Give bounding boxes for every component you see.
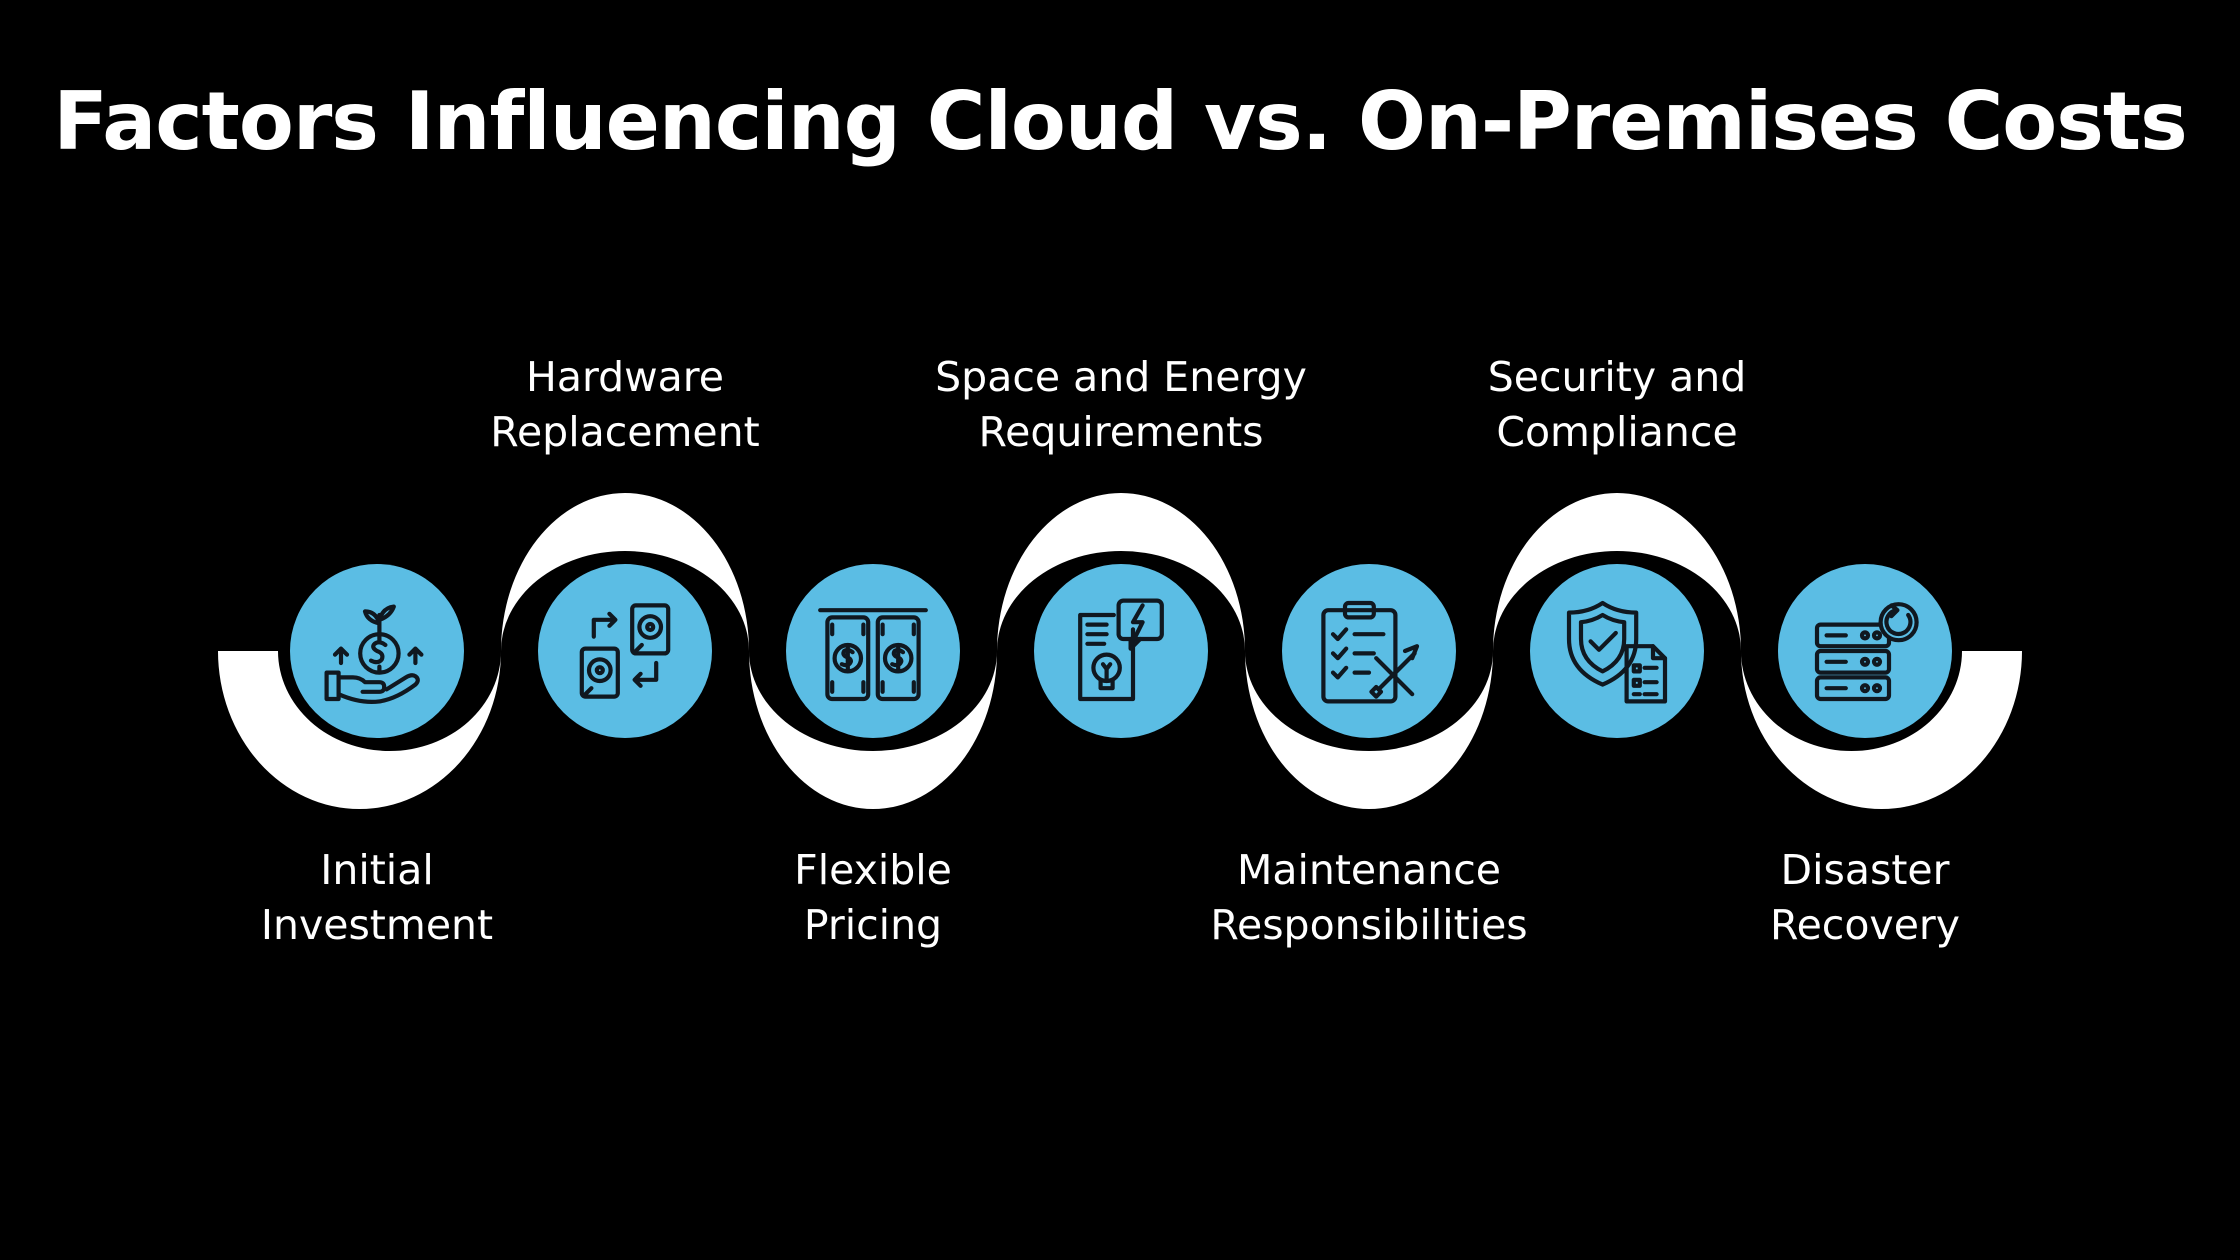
factor-label-line1: Flexible	[794, 846, 952, 894]
factor-label-line1: Security and	[1487, 353, 1747, 401]
factor-label-maintenance: Maintenance Responsibilities	[1139, 843, 1599, 953]
factor-label-line2: Recovery	[1769, 901, 1961, 949]
shield-document-icon	[1566, 600, 1668, 704]
energy-document-icon	[1078, 598, 1164, 702]
ribbon-shape	[218, 493, 2022, 809]
factor-node-hardware-replacement	[538, 564, 712, 738]
factor-label-line1: Maintenance	[1236, 846, 1502, 894]
factor-label-line2: Responsibilities	[1210, 901, 1528, 949]
factor-label-disaster-recovery: Disaster Recovery	[1635, 843, 2095, 953]
server-restore-icon	[1814, 602, 1919, 702]
factor-label-space-energy: Space and Energy Requirements	[891, 350, 1351, 460]
factor-label-initial-investment: Initial Investment	[147, 843, 607, 953]
factor-label-line2: Investment	[260, 901, 494, 949]
factor-node-security-compliance	[1530, 564, 1704, 738]
factor-node-disaster-recovery	[1778, 564, 1952, 738]
factor-label-line2: Replacement	[490, 408, 760, 456]
dollar-bills-icon	[818, 608, 928, 702]
factor-node-maintenance	[1282, 564, 1456, 738]
factor-label-security-compliance: Security and Compliance	[1387, 350, 1847, 460]
factor-node-flexible-pricing	[786, 564, 960, 738]
factor-label-line1: Initial	[320, 846, 434, 894]
factor-node-space-energy	[1034, 564, 1208, 738]
factor-node-initial-investment	[290, 564, 464, 738]
factor-label-flexible-pricing: Flexible Pricing	[643, 843, 1103, 953]
factor-label-line1: Disaster	[1780, 846, 1950, 894]
factor-label-hardware-replacement: Hardware Replacement	[395, 350, 855, 460]
factor-label-line2: Requirements	[978, 408, 1264, 456]
page-title: Factors Influencing Cloud vs. On-Premise…	[53, 75, 2187, 168]
factor-label-line1: Space and Energy	[935, 353, 1307, 401]
factor-label-line2: Pricing	[803, 901, 943, 949]
money-growth-icon	[324, 604, 424, 704]
factor-label-line1: Hardware	[526, 353, 724, 401]
checklist-tools-icon	[1321, 600, 1420, 704]
factor-label-line2: Compliance	[1496, 408, 1738, 456]
disk-swap-icon	[579, 603, 671, 699]
